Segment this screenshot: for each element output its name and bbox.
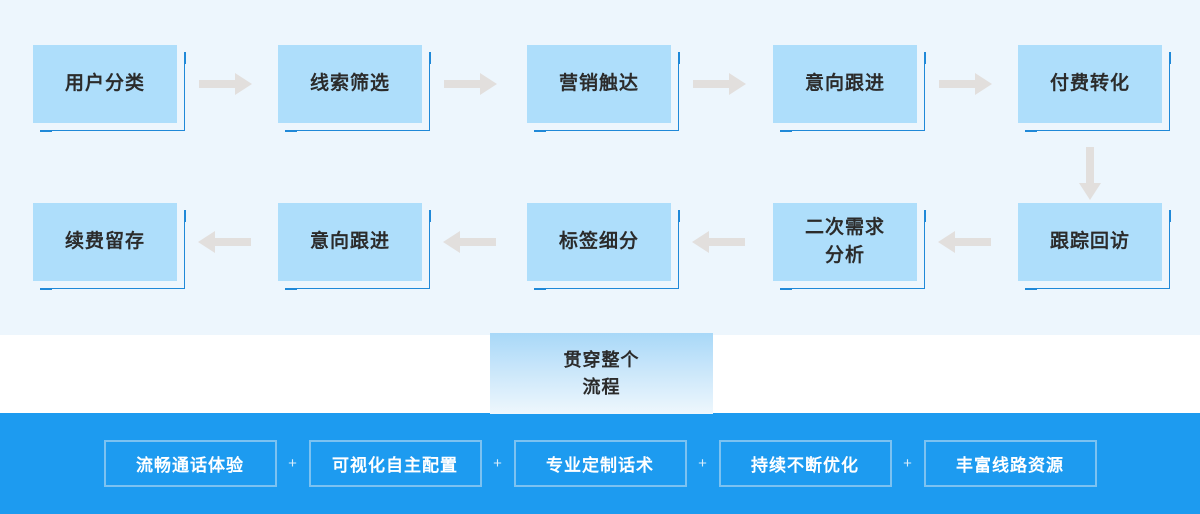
feature-chip-row: 流畅通话体验 + 可视化自主配置 + 专业定制话术 + 持续不断优化 + 丰富线… [103,440,1097,487]
step-box-label: 线索筛选 [309,73,390,95]
arrow-head [198,231,215,253]
arrow-down-icon [1079,147,1101,200]
step-box-fill [527,45,671,123]
arrow-head [443,231,460,253]
arrow-head [975,73,992,95]
arrow-shaft [693,80,729,88]
through-whole-process-card[interactable]: 贯穿整个 流程 [490,333,713,414]
feature-chip-visual-config[interactable]: 可视化自主配置 [308,440,482,487]
arrow-head [692,231,709,253]
arrow-right-icon [199,73,252,95]
feature-chip-rich-line-resources[interactable]: 丰富线路资源 [923,440,1097,487]
step-box-renewal-retention[interactable]: 续费留存 [33,203,186,290]
step-box-frame [1025,52,1171,132]
arrow-right-icon [693,73,746,95]
feature-chip-smooth-call[interactable]: 流畅通话体验 [103,440,277,487]
arrow-right-icon [939,73,992,95]
step-box-fill [278,45,422,123]
step-box-fill [278,203,422,281]
step-box-fill [1018,45,1162,123]
step-box-fill [773,203,917,281]
arrow-head [729,73,746,95]
step-box-lead-screening[interactable]: 线索筛选 [278,45,431,132]
step-box-label: 意向跟进 [804,73,885,95]
arrow-head [235,73,252,95]
arrow-head [1079,183,1101,200]
arrow-left-icon [198,231,251,253]
step-box-frame [40,210,186,290]
step-box-secondary-demand-analysis[interactable]: 二次需求 分析 [773,203,926,290]
arrow-left-icon [443,231,496,253]
step-box-label: 用户分类 [64,73,145,95]
arrow-shaft [1086,147,1094,183]
step-box-label: 意向跟进 [309,231,390,253]
step-box-frame [780,210,926,290]
step-box-fill [773,45,917,123]
arrow-shaft [460,238,496,246]
step-box-tag-segmentation[interactable]: 标签细分 [527,203,680,290]
step-box-label: 标签细分 [558,231,639,253]
arrow-shaft [955,238,991,246]
arrow-shaft [215,238,251,246]
step-box-label: 营销触达 [558,73,639,95]
arrow-shaft [444,80,480,88]
step-box-fill [33,203,177,281]
arrow-head [938,231,955,253]
step-box-intent-followup-row1[interactable]: 意向跟进 [773,45,926,132]
step-box-tracking-revisit[interactable]: 跟踪回访 [1018,203,1171,290]
step-box-label: 二次需求 分析 [804,217,885,266]
feature-bar: 流畅通话体验 + 可视化自主配置 + 专业定制话术 + 持续不断优化 + 丰富线… [0,413,1200,514]
feature-separator-plus: + [288,455,297,472]
arrow-shaft [709,238,745,246]
step-box-frame [780,52,926,132]
arrow-left-icon [938,231,991,253]
step-box-user-classification[interactable]: 用户分类 [33,45,186,132]
arrow-shaft [939,80,975,88]
step-box-intent-followup-row2[interactable]: 意向跟进 [278,203,431,290]
feature-separator-plus: + [493,455,502,472]
feature-separator-plus: + [903,455,912,472]
step-box-label: 跟踪回访 [1049,231,1130,253]
step-box-label: 付费转化 [1049,73,1130,95]
step-box-frame [40,52,186,132]
step-box-frame [534,210,680,290]
step-box-frame [285,52,431,132]
feature-chip-continuous-optimization[interactable]: 持续不断优化 [718,440,892,487]
step-box-marketing-reach[interactable]: 营销触达 [527,45,680,132]
arrow-shaft [199,80,235,88]
step-box-fill [1018,203,1162,281]
arrow-left-icon [692,231,745,253]
arrow-head [480,73,497,95]
step-box-fill [527,203,671,281]
step-box-frame [285,210,431,290]
step-box-fill [33,45,177,123]
through-whole-process-label: 贯穿整个 流程 [563,349,640,397]
feature-separator-plus: + [698,455,707,472]
step-box-frame [1025,210,1171,290]
step-box-label: 续费留存 [64,231,145,253]
feature-chip-custom-script[interactable]: 专业定制话术 [513,440,687,487]
step-box-paid-conversion[interactable]: 付费转化 [1018,45,1171,132]
step-box-frame [534,52,680,132]
arrow-right-icon [444,73,497,95]
